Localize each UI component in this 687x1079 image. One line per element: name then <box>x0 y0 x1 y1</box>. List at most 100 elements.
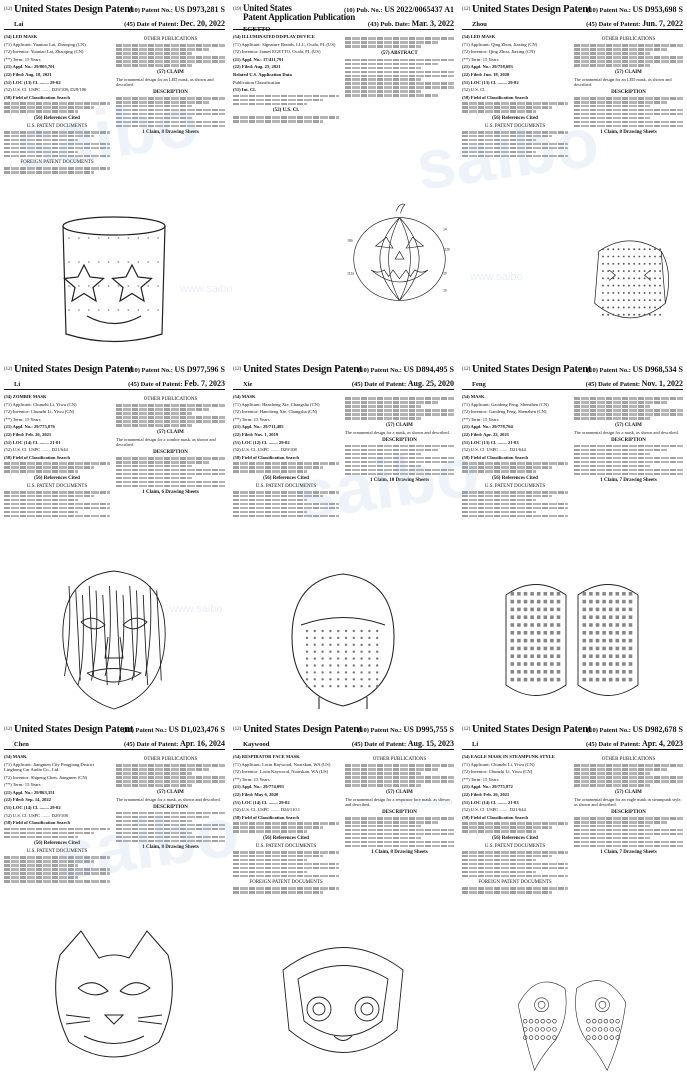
text-line <box>116 419 225 423</box>
text-line <box>462 822 568 825</box>
references-subheading: U.S. PATENT DOCUMENTS <box>484 123 546 129</box>
text-line <box>462 891 553 894</box>
patent-date: (43) Pub. Date: Mar. 3, 2022 <box>367 19 454 28</box>
text-line <box>4 860 95 863</box>
inventor-field: (72) Inventor: Qing Zhou, Jiaxing (CN) <box>462 49 535 55</box>
text-line <box>345 767 438 771</box>
text-line <box>4 514 110 518</box>
patent-drawing <box>243 565 443 715</box>
text-line <box>462 870 537 874</box>
claim-text: The ornamental design for a mask, as sho… <box>574 429 679 435</box>
text-line <box>116 51 193 55</box>
term-field: (**) Term: 15 Years <box>4 782 41 788</box>
text-line <box>462 854 553 858</box>
led-dot-mask-drawing <box>594 240 670 319</box>
item-title: (54) RESPIRATOR FACE MASK <box>233 754 300 759</box>
text-line <box>574 104 651 108</box>
text-line <box>345 66 422 70</box>
text-line <box>345 94 438 98</box>
patent-title: United States Design Patent <box>472 724 592 735</box>
text-line <box>345 37 454 40</box>
text-line <box>116 767 209 771</box>
prefix-code: (12) <box>462 727 471 732</box>
text-line <box>233 494 324 498</box>
text-line <box>116 835 225 839</box>
item-title: (54) LED MASK <box>462 34 496 39</box>
bibliographic-column: (54) LED MASK (71) Applicant: Yuantao La… <box>4 34 110 175</box>
foreign-docs-heading: FOREIGN PATENT DOCUMENTS <box>20 160 94 166</box>
item-title: (54) ZOMBIE MASK <box>4 394 47 399</box>
patent-title: United States Design Patent <box>14 4 134 15</box>
text-line <box>462 866 568 870</box>
text-line <box>574 63 651 67</box>
applicant-field: (71) Applicant: Lorin Kaywood, Noarskan,… <box>233 761 331 767</box>
patent-panel-7: (12) United States Design Patent Chen (1… <box>0 720 229 1079</box>
prefix-code: (12) <box>4 7 13 12</box>
text-line <box>4 498 79 502</box>
text-line <box>4 150 79 154</box>
patent-header: (12) United States Design Patent Kaywood… <box>233 724 454 750</box>
text-line <box>462 858 537 862</box>
description-heading: DESCRIPTION <box>382 437 417 443</box>
text-line <box>4 856 110 859</box>
patent-header: (12) United States Design Patent Feng (1… <box>462 364 683 390</box>
text-line <box>4 827 110 831</box>
svg-text:112b: 112b <box>443 247 450 251</box>
item-title: (54) LED MASK <box>4 34 38 39</box>
text-line <box>574 416 651 420</box>
text-line <box>462 826 553 829</box>
field-search: (58) Field of Classification Search <box>233 454 300 460</box>
patent-date: (45) Date of Patent: Nov. 1, 2022 <box>585 379 683 388</box>
text-line <box>116 472 225 476</box>
patent-number: (10) Patent No.: US D894,495 S <box>358 365 454 374</box>
text-line <box>574 779 683 783</box>
text-line <box>4 868 110 871</box>
text-line <box>4 506 110 510</box>
cat-mask-drawing <box>55 930 173 1058</box>
text-line <box>574 820 667 824</box>
references-subheading: U.S. PATENT DOCUMENTS <box>484 483 546 489</box>
abstract-column: OTHER PUBLICATIONS (57) CLAIM The orname… <box>116 394 225 495</box>
patent-number: (10) Pub. No.: US 2022/0065437 A1 <box>343 5 454 14</box>
term-field: (**) Term: 15 Years <box>462 416 499 422</box>
patent-header: (12) United States Design Patent Li (10)… <box>462 724 683 750</box>
text-line <box>574 767 667 771</box>
text-line <box>116 831 193 835</box>
text-line <box>233 874 339 878</box>
text-line <box>233 870 308 874</box>
patent-panel-4: (12) United States Design Patent Li (10)… <box>0 360 229 719</box>
loc-field: (51) LOC (13) Cl. ........ 21-03 <box>462 439 519 445</box>
patent-number: (10) Patent No.: US D982,678 S <box>587 725 683 734</box>
us-cl-field: (52) U.S. Cl. USPC ........ D29/108; D29… <box>4 87 87 93</box>
text-line <box>116 815 209 819</box>
text-line <box>574 112 683 116</box>
zombie-mask-drawing <box>62 570 166 710</box>
text-line <box>4 470 79 473</box>
inventor-field: (72) Inventor: Shipeng Chen, Jiangmen (C… <box>4 774 88 780</box>
filed-field: (22) Filed: May 6, 2020 <box>233 791 279 797</box>
patent-drawing <box>472 958 672 1075</box>
other-publications-heading: OTHER PUBLICATIONS <box>143 397 198 402</box>
text-line <box>4 110 79 113</box>
text-line <box>345 400 438 404</box>
text-line <box>462 850 568 854</box>
text-line <box>345 412 454 416</box>
applicant-field: (71) Applicant: Jiangmen City Pengjiang … <box>4 761 95 772</box>
text-line <box>4 831 95 835</box>
text-line <box>116 460 209 464</box>
text-line <box>116 423 193 427</box>
text-line <box>4 154 110 158</box>
text-line <box>345 460 454 464</box>
field-search: (51) Int. Cl. <box>233 87 256 93</box>
appl-no-field: (21) Appl. No.: 29/863,351 <box>4 789 55 795</box>
text-line <box>345 844 454 848</box>
text-line <box>4 880 110 883</box>
text-line <box>233 470 308 473</box>
text-line <box>233 862 339 866</box>
text-line <box>574 840 683 844</box>
patent-title: United States Design Patent <box>472 4 592 15</box>
text-line <box>233 490 339 494</box>
references-heading: (56) References Cited <box>34 475 80 481</box>
us-cl-field: (52) U.S. Cl. USPC ........ D21/644 <box>4 447 68 453</box>
